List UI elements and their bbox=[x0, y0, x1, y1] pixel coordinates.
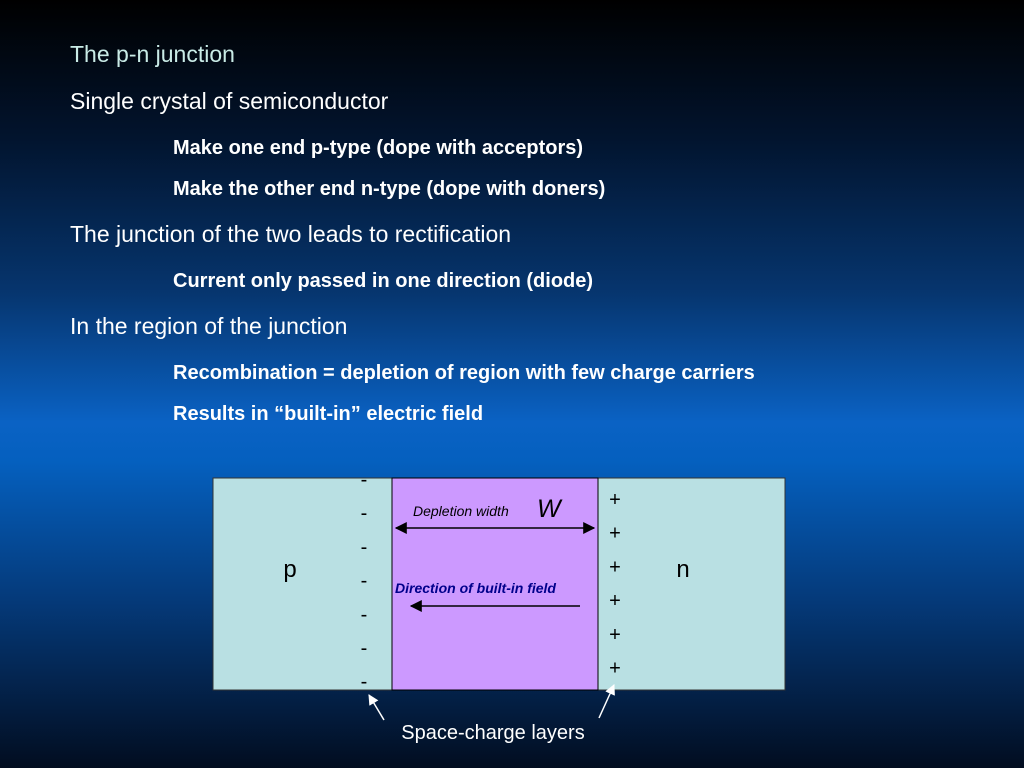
negative-charge: - bbox=[361, 570, 368, 592]
sub-bullet-recombination: Recombination = depletion of region with… bbox=[173, 362, 755, 384]
positive-charge: + bbox=[609, 590, 621, 612]
bullet-crystal: Single crystal of semiconductor bbox=[70, 88, 389, 114]
negative-charge: - bbox=[361, 671, 368, 693]
caption-pointer-right bbox=[598, 684, 615, 719]
sub-bullet-n-type: Make the other end n-type (dope with don… bbox=[173, 178, 606, 200]
field-direction-label: Direction of built-in field bbox=[395, 580, 556, 596]
sub-bullet-p-type: Make one end p-type (dope with acceptors… bbox=[173, 137, 584, 159]
negative-charge: - bbox=[361, 503, 368, 525]
negative-space-charge-layer: - - - - - - - bbox=[361, 469, 368, 693]
slide-title: The p-n junction bbox=[70, 41, 235, 67]
n-region-label: n bbox=[676, 556, 689, 583]
positive-charge: + bbox=[609, 624, 621, 646]
positive-space-charge-layer: + + + + + + bbox=[609, 489, 621, 680]
negative-charge: - bbox=[361, 604, 368, 626]
positive-charge: + bbox=[609, 523, 621, 545]
bullet-rectification: The junction of the two leads to rectifi… bbox=[70, 221, 512, 247]
depletion-region bbox=[391, 477, 599, 691]
negative-charge: - bbox=[361, 638, 368, 660]
p-region-label: p bbox=[283, 556, 296, 583]
negative-charge: - bbox=[361, 469, 368, 491]
depletion-width-label: Depletion width bbox=[413, 503, 509, 519]
sub-bullet-diode: Current only passed in one direction (di… bbox=[173, 270, 594, 292]
width-symbol: W bbox=[537, 495, 563, 523]
positive-charge: + bbox=[609, 489, 621, 511]
caption-pointer-left bbox=[368, 694, 385, 721]
bullet-junction-region: In the region of the junction bbox=[70, 313, 348, 339]
space-charge-caption: Space-charge layers bbox=[401, 722, 584, 744]
positive-charge: + bbox=[609, 658, 621, 680]
positive-charge: + bbox=[609, 556, 621, 578]
negative-charge: - bbox=[361, 536, 368, 558]
sub-bullet-built-in-field: Results in “built-in” electric field bbox=[173, 403, 484, 425]
